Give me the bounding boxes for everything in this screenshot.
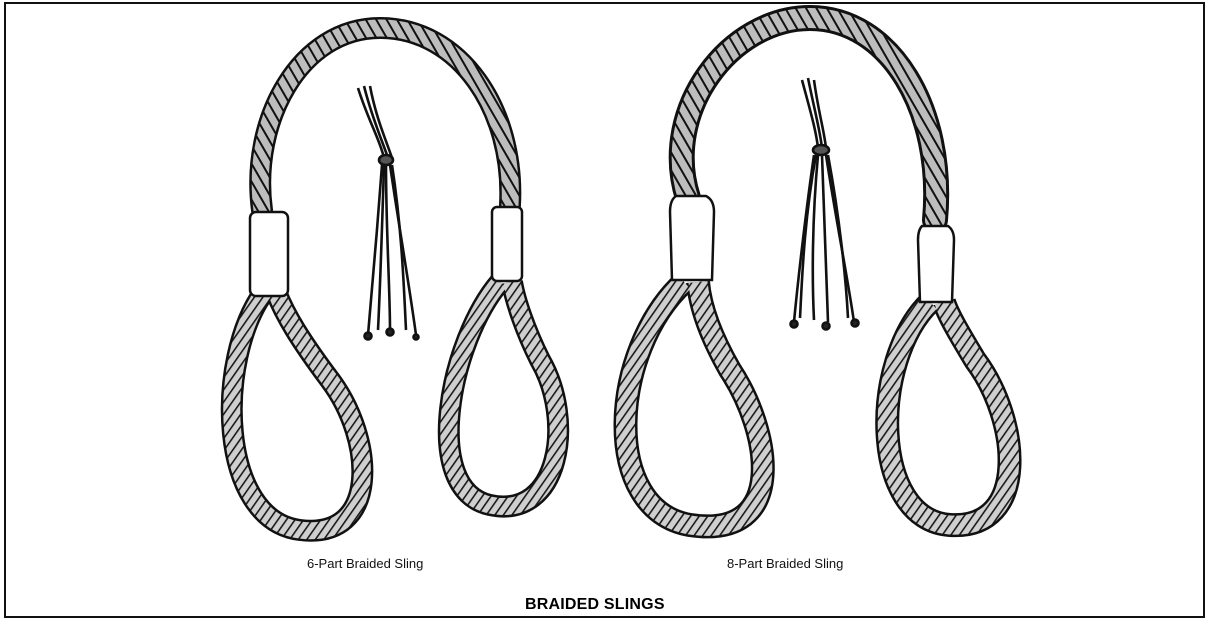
eight-part-sling-label: 8-Part Braided Sling — [727, 556, 843, 571]
six-part-sling-label: 6-Part Braided Sling — [307, 556, 423, 571]
six-part-sling — [232, 28, 558, 531]
strand-detail — [791, 78, 859, 330]
right-sleeve — [918, 226, 954, 302]
figure-title: BRAIDED SLINGS — [525, 596, 665, 614]
strand-detail — [358, 86, 419, 340]
eight-part-sling — [625, 18, 1009, 526]
right-sleeve — [492, 207, 522, 281]
left-sleeve — [670, 196, 714, 280]
left-sleeve — [250, 212, 288, 296]
